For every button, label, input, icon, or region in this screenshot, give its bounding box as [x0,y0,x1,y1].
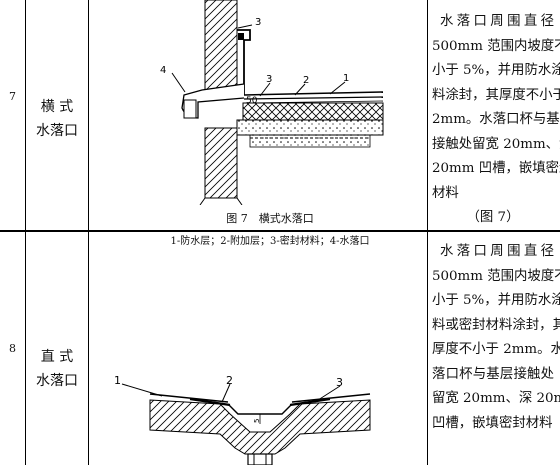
description-line: 水落口周围直径 [440,14,554,29]
vertical-drain-figure: 5 1 2 3 [114,374,371,465]
callout-label: 2 [226,374,233,387]
roof-slab [236,119,384,136]
row-index: 7 [9,90,16,103]
waterproof-layer [149,393,229,403]
callout-label: 4 [160,65,166,76]
drain-pipe [247,453,273,465]
column-line-3 [427,0,428,465]
table-divider [0,230,560,232]
column-line-1 [25,0,26,465]
description-line: 500mm 范围内坡度不 [432,38,560,54]
waterproof-layer [291,393,371,403]
row-description: 水落口周围直径 500mm 范围内坡度不 小于 5%，并用防水涂 料涂封，其厚度… [432,10,560,231]
row-name-line: 水落口 [36,373,78,389]
row-index: 8 [9,342,16,355]
roof-slab [149,399,371,455]
wall [204,127,238,199]
flashing [237,29,251,95]
description-line: 凹槽，嵌填密封材料 [432,415,553,431]
callout-label: 3 [255,17,261,28]
additional-layer [289,397,331,407]
waterproof-layer [243,91,384,96]
description-line: 落口杯与基层接触处 [432,366,554,382]
description-line: 材料 [432,185,459,201]
additional-layer [189,397,231,407]
dimension-label: 50 [246,96,258,106]
horizontal-drain-figure: 3 3 2 1 4 50 [160,0,384,205]
callout-label: 3 [266,74,272,85]
callout-label: 3 [336,376,343,389]
callout-label: 1 [343,73,349,84]
description-line: 小于 5%，并用防水涂 [432,63,560,78]
wall [204,0,238,93]
row-name-line: 直 式 [40,349,74,365]
description-line: 留宽 20mm、深 20mm [432,391,560,406]
description-line: 小于 5%，并用防水涂 [432,293,560,308]
dimension-label: 5 [253,419,261,423]
drain-cup [227,403,293,415]
insulation-layer [242,102,384,121]
description-line: 接触处留宽 20mm、深 [432,136,560,152]
callout-label: 2 [303,75,309,86]
figure-reference: （图 7） [466,210,520,225]
row-name: 直 式 水落口 [26,345,88,393]
description-line: 料涂封，其厚度不小于 [432,87,560,103]
description-line: 料或密封材料涂封，其 [432,317,560,333]
description-line: 2mm。水落口杯与基层 [432,112,560,127]
row-name-line: 水落口 [36,123,78,139]
row-name-line: 横 式 [40,99,74,115]
column-line-2 [88,0,89,465]
description-line: 厚度不小于 2mm。水 [432,342,560,357]
row-description: 水落口周围直径 500mm 范围内坡度不 小于 5%，并用防水涂 料或密封材料涂… [432,240,560,436]
description-line: 500mm 范围内坡度不 [432,268,560,284]
description-line: 水落口周围直径 [440,244,554,259]
row-name: 横 式 水落口 [26,95,88,143]
callout-label: 1 [114,374,121,387]
figure-caption: 图 7 横式水落口 [226,212,314,225]
additional-layer [243,96,384,100]
figure-legend: 1-防水层；2-附加层；3-密封材料；4-水落口 [170,236,370,247]
description-line: 20mm 凹槽，嵌填密封 [432,161,560,176]
